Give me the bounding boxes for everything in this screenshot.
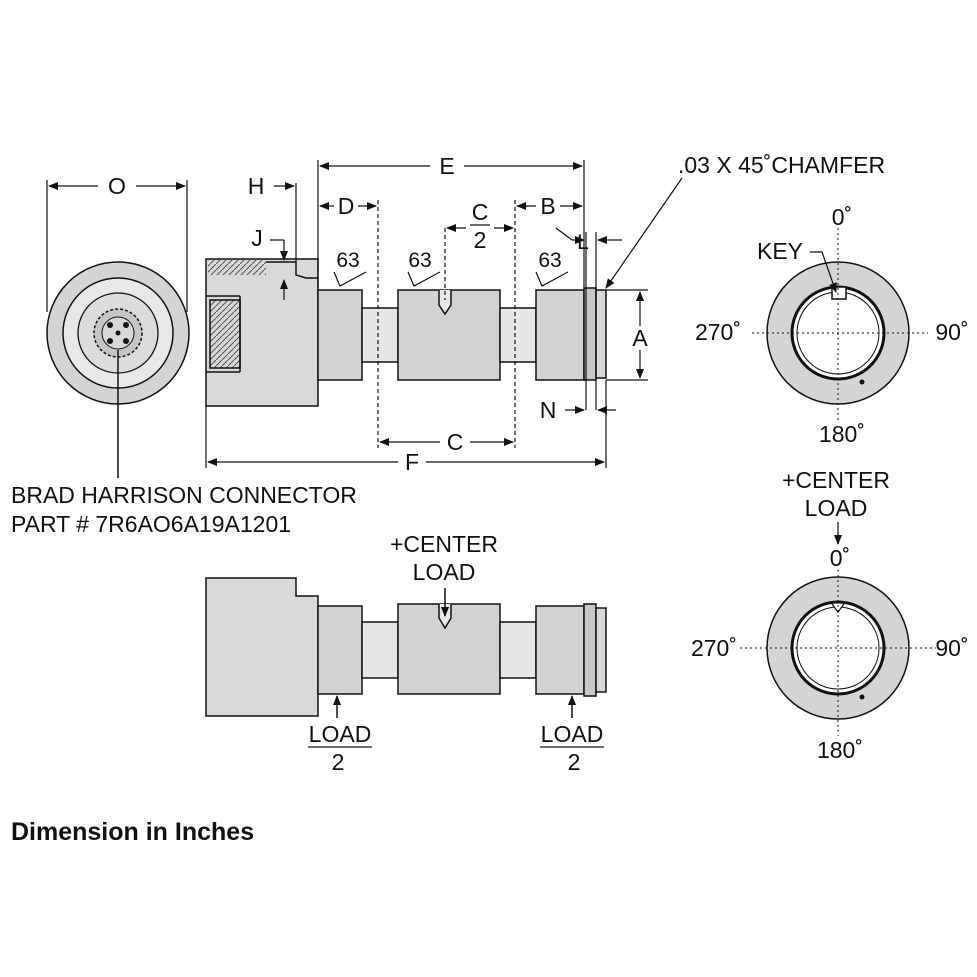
connector-pin (115, 330, 121, 336)
dim-F-label: F (405, 449, 419, 475)
connector-pin (123, 338, 129, 344)
connector-pin (107, 338, 113, 344)
dim-L-label: L (577, 231, 589, 254)
center-load-mid-line2: LOAD (413, 559, 476, 585)
key-slot (438, 290, 452, 316)
end-cap (595, 289, 607, 379)
chamfer-label: .03 X 45˚CHAMFER (678, 152, 885, 178)
load-right-num: LOAD (541, 721, 604, 747)
key-notch (831, 286, 847, 300)
dim-O-label: O (108, 173, 126, 199)
dim-N-label: N (540, 397, 557, 423)
dimension-O (46, 180, 188, 312)
housing-bottom (205, 577, 319, 717)
units-caption: Dimension in Inches (11, 818, 255, 846)
dim-C-label: C (447, 429, 464, 455)
groove-left (361, 307, 399, 363)
angle-180-bottom: 180˚ (817, 737, 863, 763)
connector-pin (107, 322, 113, 328)
angle-90-top: 90˚ (935, 319, 968, 345)
connector-end-view (46, 261, 190, 405)
pin-side-view (205, 258, 607, 407)
dimension-lines-top (205, 160, 683, 468)
center-load-mid-line1: +CENTER (390, 531, 498, 557)
surface-finish-3: 63 (538, 249, 561, 272)
dim-C-half-num: C (472, 199, 489, 225)
shoulder-right (535, 289, 585, 381)
angle-180-top: 180˚ (819, 421, 865, 447)
dim-A-label: A (632, 325, 648, 351)
connector-pin (123, 322, 129, 328)
key-end-view (752, 228, 928, 420)
connector-label-line2: PART # 7R6AO6A19A1201 (11, 511, 291, 537)
center-load-top-line1: +CENTER (782, 467, 890, 493)
angle-270-bottom: 270˚ (691, 635, 737, 661)
surface-finish-2: 63 (408, 249, 431, 272)
pin-load-view (205, 577, 607, 718)
dim-B-label: B (540, 193, 555, 219)
dim-D-label: D (338, 193, 355, 219)
housing-thread (208, 260, 266, 275)
shoulder-left (317, 289, 363, 381)
groove-right (499, 307, 537, 363)
angle-90-bottom: 90˚ (935, 635, 968, 661)
load-end-view (740, 522, 936, 736)
load-left-num: LOAD (309, 721, 372, 747)
load-left-den: 2 (332, 749, 345, 775)
dim-E-label: E (439, 153, 454, 179)
center-load-top-line2: LOAD (805, 495, 868, 521)
connector-label-line1: BRAD HARRISON CONNECTOR (11, 482, 357, 508)
load-right-den: 2 (568, 749, 581, 775)
angle-270-top: 270˚ (695, 319, 741, 345)
key-label: KEY (757, 238, 803, 264)
angle-0-bottom: 0˚ (830, 545, 850, 571)
angle-0-top: 0˚ (832, 204, 852, 230)
dim-C-half-den: 2 (474, 227, 487, 253)
dim-H-label: H (248, 173, 265, 199)
connector-thread (209, 299, 241, 369)
surface-finish-1: 63 (336, 249, 359, 272)
dim-J-label: J (251, 225, 263, 251)
